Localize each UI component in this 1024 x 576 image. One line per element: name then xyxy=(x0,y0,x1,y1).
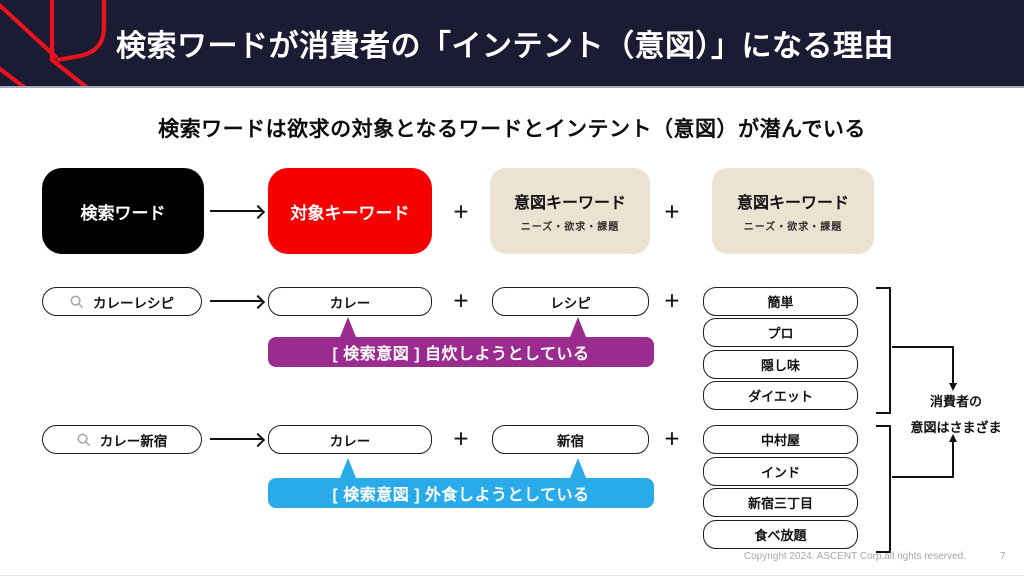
page-title: 検索ワードが消費者の「インテント（意図）」になる理由 xyxy=(116,30,894,63)
arrow-down-icon xyxy=(948,383,957,391)
intent-keyword-box-1: 意図キーワード ニーズ・欲求・課題 xyxy=(490,168,650,254)
search-query-pill-2: カレー新宿 xyxy=(42,425,202,454)
flow-arrow-row2 xyxy=(210,300,262,302)
flow-arrow-row1 xyxy=(210,210,262,212)
target-keyword-box: 対象キーワード xyxy=(268,168,432,254)
plus-sign: + xyxy=(453,196,469,227)
search-intent-banner-eatout: [ 検索意図 ] 外食しようとしている xyxy=(268,478,654,508)
ascent-logo-icon xyxy=(0,0,107,86)
intent-keyword-title: 意図キーワード xyxy=(513,195,626,212)
flow-arrow-row3 xyxy=(210,438,262,440)
banner-pointer xyxy=(570,317,586,337)
plus-sign: + xyxy=(664,196,680,227)
intent-variation-box: 新宿三丁目 xyxy=(703,488,858,517)
intent-variation-box: 簡単 xyxy=(703,287,858,316)
search-icon xyxy=(70,294,84,308)
intent-keyword-title: 意図キーワード xyxy=(736,195,849,212)
intent-keyword-box-2: 意図キーワード ニーズ・欲求・課題 xyxy=(712,168,874,254)
side-note: 消費者の 意図はさまざま xyxy=(898,389,1014,441)
target-word-box: カレー xyxy=(268,425,432,454)
intent-variation-box: 中村屋 xyxy=(703,425,858,454)
intent-variation-box: 隠し味 xyxy=(703,350,858,379)
side-note-line1: 消費者の xyxy=(929,394,982,409)
slide-header: 検索ワードが消費者の「インテント（意図）」になる理由 xyxy=(0,0,1024,88)
intent-variation-box: ダイエット xyxy=(703,381,858,410)
connector-line xyxy=(952,442,954,478)
plus-sign: + xyxy=(453,423,469,454)
page-number: 7 xyxy=(1000,551,1006,562)
plus-sign: + xyxy=(664,423,680,454)
copyright-text: Copyright 2024. ASCENT Corp.all rights r… xyxy=(743,551,966,562)
connector-line xyxy=(892,476,954,478)
intent-variation-box: 食べ放題 xyxy=(703,520,858,549)
intent-keyword-subtitle: ニーズ・欲求・課題 xyxy=(743,222,843,233)
search-query-label: カレー新宿 xyxy=(99,433,168,449)
intent-word-box: 新宿 xyxy=(492,425,649,454)
search-word-box: 検索ワード xyxy=(42,168,204,254)
banner-pointer xyxy=(570,458,586,478)
plus-sign: + xyxy=(664,285,680,316)
arrow-up-icon xyxy=(948,434,957,442)
plus-sign: + xyxy=(453,285,469,316)
intent-variation-box: プロ xyxy=(703,318,858,347)
search-intent-banner-cook: [ 検索意図 ] 自炊しようとしている xyxy=(268,337,654,367)
connector-line xyxy=(892,346,954,348)
connector-line xyxy=(952,346,954,384)
group-bracket-top xyxy=(876,287,891,414)
intent-keyword-subtitle: ニーズ・欲求・課題 xyxy=(520,222,620,233)
intent-variation-box: インド xyxy=(703,457,858,486)
banner-pointer xyxy=(340,458,356,478)
target-word-box: カレー xyxy=(268,287,432,316)
search-query-pill-1: カレーレシピ xyxy=(42,287,202,316)
group-bracket-bottom xyxy=(876,425,891,553)
intent-word-box: レシピ xyxy=(492,287,649,316)
search-query-label: カレーレシピ xyxy=(93,295,174,311)
side-note-line2: 意図はさまざま xyxy=(910,420,1002,435)
banner-pointer xyxy=(340,317,356,337)
search-icon xyxy=(77,432,90,446)
slide-subtitle: 検索ワードは欲求の対象となるワードとインテント（意図）が潜んでいる xyxy=(158,118,866,141)
